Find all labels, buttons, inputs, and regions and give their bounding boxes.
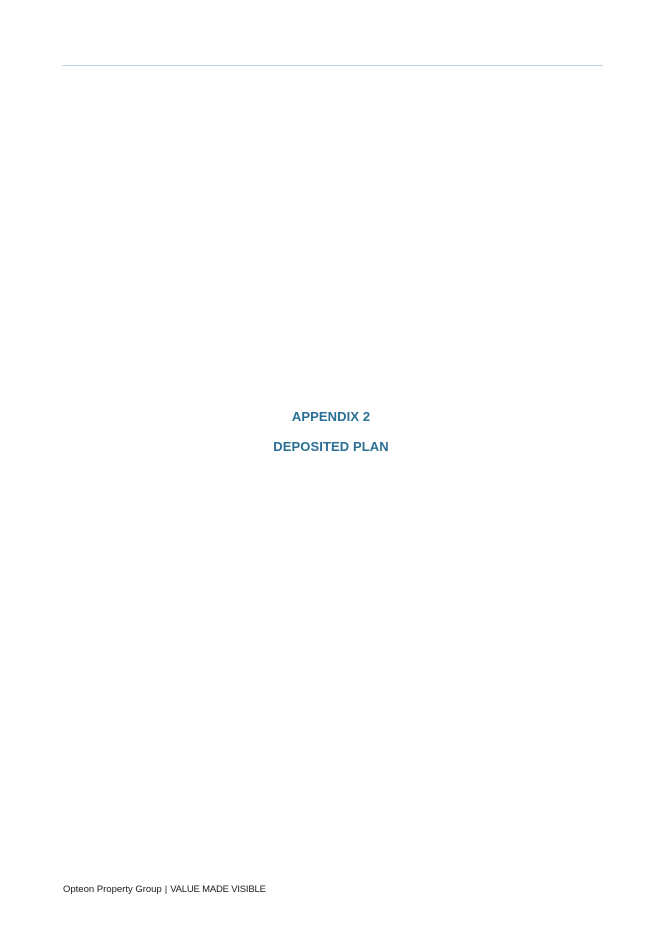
footer-company-name: Opteon Property Group: [63, 884, 162, 895]
page-footer: Opteon Property Group|VALUE MADE VISIBLE: [63, 884, 266, 896]
footer-separator: |: [164, 884, 168, 895]
header-divider: [62, 65, 603, 66]
footer-tagline: VALUE MADE VISIBLE: [170, 884, 266, 895]
appendix-title: APPENDIX 2: [291, 409, 371, 424]
appendix-subtitle: DEPOSITED PLAN: [273, 439, 389, 454]
appendix-heading-block: APPENDIX 2 DEPOSITED PLAN: [0, 405, 662, 455]
